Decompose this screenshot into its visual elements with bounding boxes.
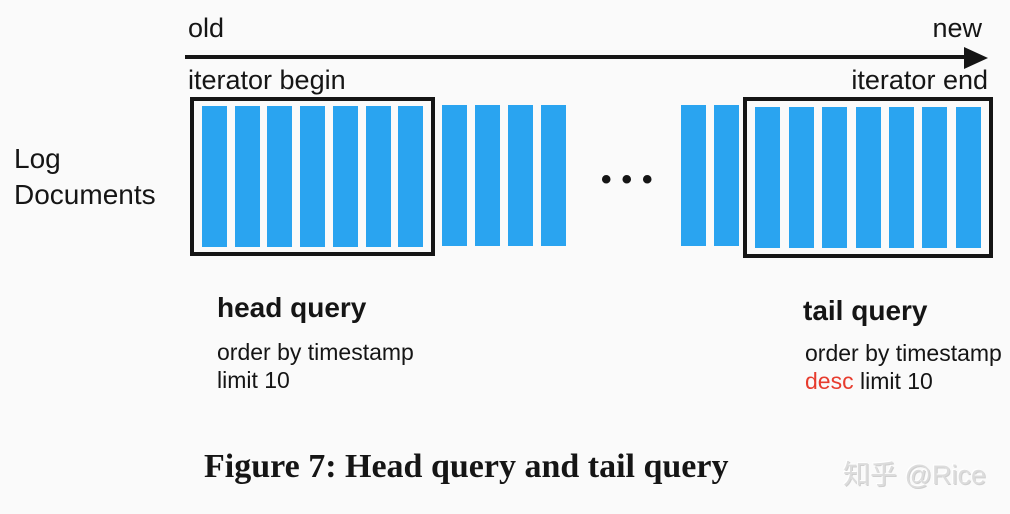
iterator-begin-label: iterator begin — [188, 65, 346, 95]
tail-query-title: tail query — [803, 295, 928, 326]
arrow-head-icon — [964, 47, 988, 69]
tail-query-limit-line: desc limit 10 — [805, 368, 933, 395]
log-document-bar — [855, 107, 881, 248]
ellipsis: ••• — [601, 163, 663, 196]
log-document-bar — [267, 106, 293, 247]
head-query-limit-line: limit 10 — [217, 367, 290, 393]
tail-query-order-line: order by timestamp — [805, 340, 1002, 366]
middle-left-bars — [442, 105, 566, 246]
log-document-bar — [955, 107, 981, 248]
log-document-bar — [201, 106, 227, 247]
log-document-bar — [888, 107, 914, 248]
timeline-arrow — [185, 47, 988, 69]
timeline-new-label: new — [932, 13, 982, 43]
log-document-bar — [788, 107, 814, 248]
log-document-bar — [300, 106, 325, 247]
log-document-bar — [442, 105, 467, 246]
iterator-end-label: iterator end — [851, 65, 988, 95]
log-document-bar — [922, 107, 948, 248]
middle-right-bars — [681, 105, 739, 246]
timeline-old-label: old — [188, 13, 225, 43]
head-query-title: head query — [217, 292, 367, 323]
desc-keyword: desc — [805, 368, 854, 394]
log-document-bar — [714, 105, 739, 246]
head-query-bars — [194, 101, 431, 252]
log-document-bar — [755, 107, 781, 248]
log-document-bar — [475, 105, 500, 246]
zhihu-watermark: 知乎 @Rice — [843, 460, 986, 490]
arrow-shaft — [185, 55, 966, 59]
tail-query-bars — [747, 101, 989, 254]
log-document-bar — [332, 106, 358, 247]
log-document-bar — [822, 107, 848, 248]
head-query-box — [190, 97, 435, 256]
log-document-bar — [398, 106, 424, 247]
log-document-bar — [681, 105, 706, 246]
log-documents-line2: Documents — [14, 179, 156, 210]
log-document-bar — [541, 105, 566, 246]
figure-caption: Figure 7: Head query and tail query — [204, 448, 729, 485]
head-query-order-line: order by timestamp — [217, 339, 414, 365]
log-document-bar — [365, 106, 391, 247]
log-documents-line1: Log — [14, 143, 61, 174]
log-document-bar — [234, 106, 260, 247]
log-documents-label: Log Documents — [14, 141, 156, 213]
tail-query-box — [743, 97, 993, 258]
log-document-bar — [508, 105, 533, 246]
tail-limit-text: limit 10 — [853, 368, 933, 394]
